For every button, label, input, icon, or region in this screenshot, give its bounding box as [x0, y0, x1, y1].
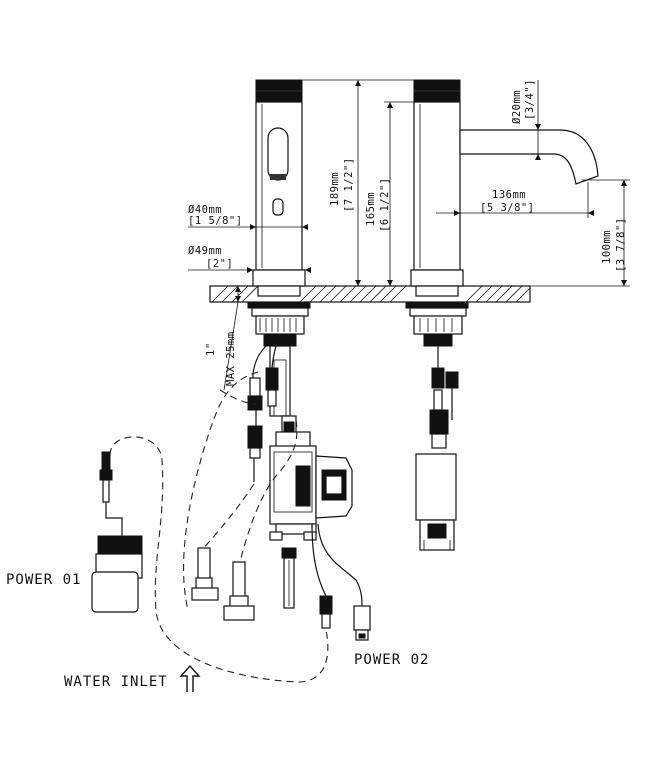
dim-max-25: MAX 25mm [225, 331, 237, 386]
dim-max-1-inch: 1" [205, 342, 217, 356]
faucet-side-view [410, 79, 599, 287]
dim-100-in: [3 7/8"] [615, 217, 627, 272]
dim-49-mm: Ø49mm [188, 245, 222, 257]
dim-189-mm: 189mm [329, 172, 341, 206]
dim-136-in: [5 3/8"] [480, 202, 535, 214]
dashed-cable-routes [109, 371, 329, 683]
dim-20-in: [3/4"] [524, 79, 536, 120]
dim-189-in: [7 1/2"] [343, 157, 355, 212]
inlet-hoses [191, 547, 255, 621]
dim-40-in: [1 5/8"] [188, 215, 243, 227]
mounting-hardware-front [247, 285, 311, 443]
spout [459, 129, 599, 185]
label-water-inlet: WATER INLET [64, 674, 168, 690]
dim-136-mm: 136mm [492, 189, 526, 201]
dim-165-in: [6 1/2"] [379, 177, 391, 232]
faucet-base [252, 269, 306, 287]
faucet-front-view [252, 79, 306, 287]
sensor-window [267, 127, 289, 181]
dimension-lines [188, 79, 630, 391]
power-02-cable [311, 523, 371, 641]
outlet-hose [281, 547, 297, 609]
sensor-cables [247, 345, 279, 482]
label-power-01: POWER 01 [6, 572, 81, 588]
dim-49-in: [2"] [206, 258, 233, 270]
dim-100-mm: 100mm [601, 230, 613, 264]
dim-40-mm: Ø40mm [188, 204, 222, 216]
mounting-hardware-side [405, 285, 469, 551]
faucet-body [255, 101, 303, 271]
up-arrow-icon [179, 664, 201, 692]
control-box [269, 431, 353, 541]
power-01-battery-box [91, 451, 143, 613]
dim-165-mm: 165mm [365, 192, 377, 226]
label-power-02: POWER 02 [354, 652, 429, 668]
dim-20-mm: Ø20mm [511, 90, 523, 124]
outlet-aerator [272, 198, 284, 216]
